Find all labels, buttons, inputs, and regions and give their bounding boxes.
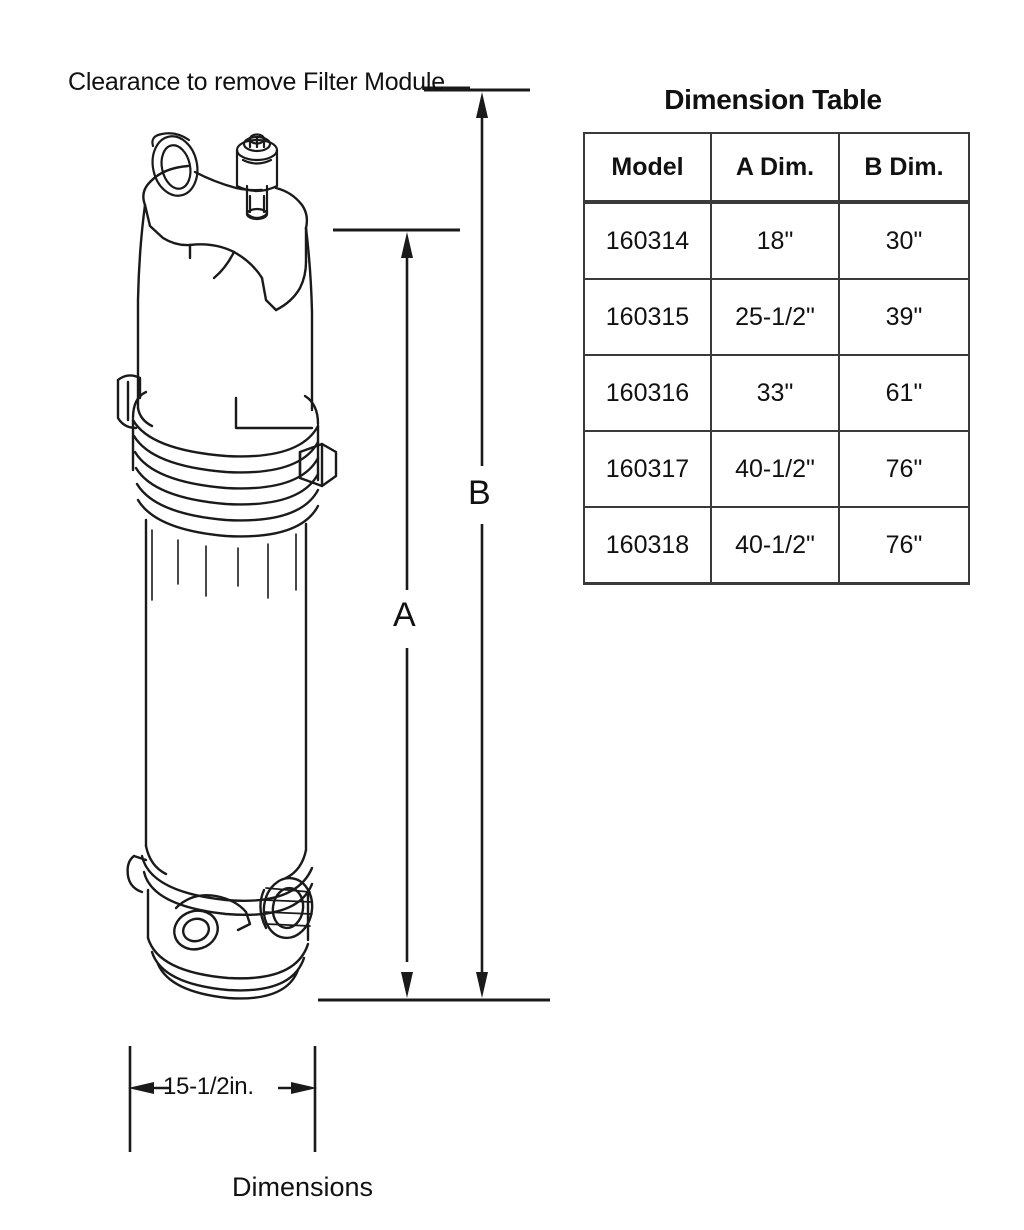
filter-tank-lower	[144, 518, 308, 880]
dimension-table: Model A Dim. B Dim. 160314 18" 30" 16031…	[583, 132, 970, 585]
cell-b-dim: 76"	[838, 430, 970, 508]
table-row: 160318 40-1/2" 76"	[583, 506, 970, 585]
filter-illustration	[116, 132, 338, 1000]
dimension-line-width	[128, 1046, 317, 1152]
cell-model: 160317	[583, 430, 712, 508]
table-row: 160315 25-1/2" 39"	[583, 278, 970, 356]
table-header-row: Model A Dim. B Dim.	[583, 132, 970, 204]
dimension-line-a	[401, 232, 413, 998]
table-row: 160314 18" 30"	[583, 201, 970, 280]
clearance-note: Clearance to remove Filter Module	[68, 68, 445, 96]
filter-tank-upper	[136, 203, 314, 430]
header-model: Model	[583, 132, 712, 204]
width-dimension-label: 15-1/2in.	[163, 1073, 254, 1100]
cell-a-dim: 18"	[710, 201, 840, 280]
header-a-dim: A Dim.	[710, 132, 840, 204]
cell-a-dim: 40-1/2"	[710, 506, 840, 585]
cell-b-dim: 30"	[838, 201, 970, 280]
table-row: 160317 40-1/2" 76"	[583, 430, 970, 508]
cell-model: 160314	[583, 201, 712, 280]
base-drain-assembly	[126, 854, 314, 1000]
cell-b-dim: 61"	[838, 354, 970, 432]
cell-model: 160315	[583, 278, 712, 356]
filter-lid	[142, 164, 309, 312]
cell-a-dim: 40-1/2"	[710, 430, 840, 508]
cell-model: 160316	[583, 354, 712, 432]
cell-a-dim: 33"	[710, 354, 840, 432]
cell-a-dim: 25-1/2"	[710, 278, 840, 356]
dimension-table-title: Dimension Table	[664, 84, 882, 115]
inlet-port-icon	[151, 132, 199, 197]
clamp-band-assembly	[116, 374, 338, 601]
table-row: 160316 33" 61"	[583, 354, 970, 432]
dimension-line-b	[476, 92, 488, 998]
drain-cap-knob-icon	[259, 876, 314, 940]
header-b-dim: B Dim.	[838, 132, 970, 204]
dimension-b-label: B	[468, 474, 491, 512]
cell-model: 160318	[583, 506, 712, 585]
dimension-lines	[128, 86, 550, 1152]
air-relief-valve-icon	[235, 133, 279, 221]
cell-b-dim: 39"	[838, 278, 970, 356]
dimension-a-label: A	[393, 596, 416, 634]
figure-caption: Dimensions	[232, 1172, 374, 1202]
cell-b-dim: 76"	[838, 506, 970, 585]
